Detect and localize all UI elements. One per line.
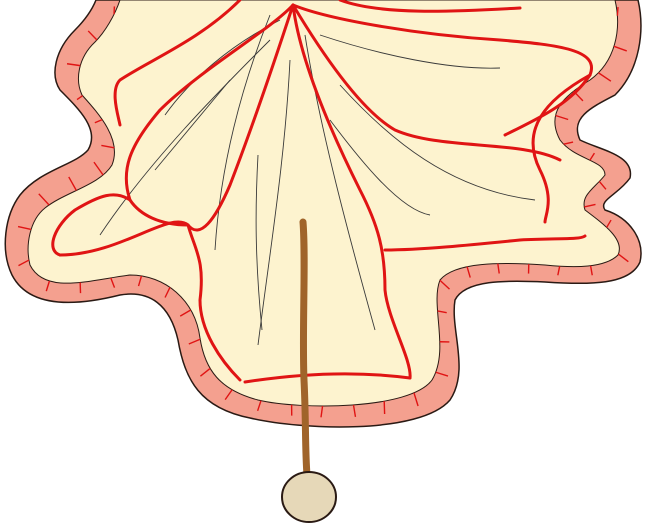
- leaf-lamina: [28, 0, 619, 406]
- margin-venule: [617, 7, 618, 16]
- petiole: [303, 222, 307, 475]
- stem-cross-section: [282, 472, 336, 522]
